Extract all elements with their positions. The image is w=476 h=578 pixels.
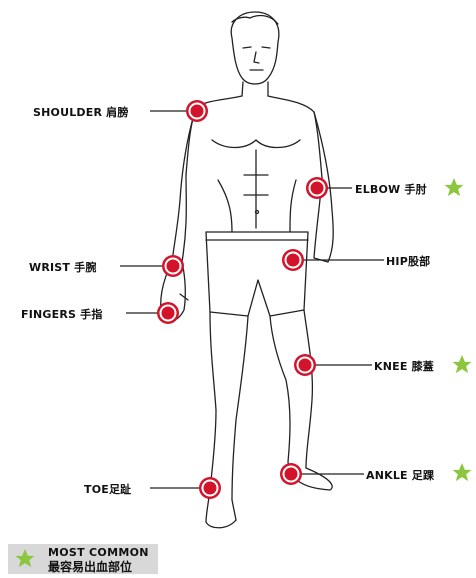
elbow-star-icon <box>445 178 464 196</box>
most-common-stars <box>445 178 472 481</box>
joint-markers <box>157 100 328 499</box>
ankle-label: ANKLE 足踝 <box>366 467 434 483</box>
legend-title-zh: 最容易出血部位 <box>48 558 132 575</box>
toe-label: TOE足趾 <box>84 481 131 497</box>
shoulder-label: SHOULDER 肩膀 <box>33 104 129 120</box>
legend-star-icon <box>12 548 38 570</box>
wrist-marker <box>162 255 184 277</box>
ankle-star-icon <box>453 463 472 481</box>
fingers-label: FINGERS 手指 <box>21 306 103 322</box>
hip-marker <box>282 249 304 271</box>
knee-marker <box>294 354 316 376</box>
hip-label: HIP股部 <box>386 253 430 269</box>
legend-box: MOST COMMON 最容易出血部位 <box>8 544 158 574</box>
wrist-label: WRIST 手腕 <box>29 259 97 275</box>
elbow-label: ELBOW 手肘 <box>355 181 427 197</box>
toe-marker <box>199 477 221 499</box>
elbow-marker <box>306 177 328 199</box>
knee-star-icon <box>453 355 472 373</box>
ankle-marker <box>280 463 302 485</box>
knee-label: KNEE 膝蓋 <box>374 358 434 374</box>
shoulder-marker <box>186 100 208 122</box>
fingers-marker <box>157 302 179 324</box>
